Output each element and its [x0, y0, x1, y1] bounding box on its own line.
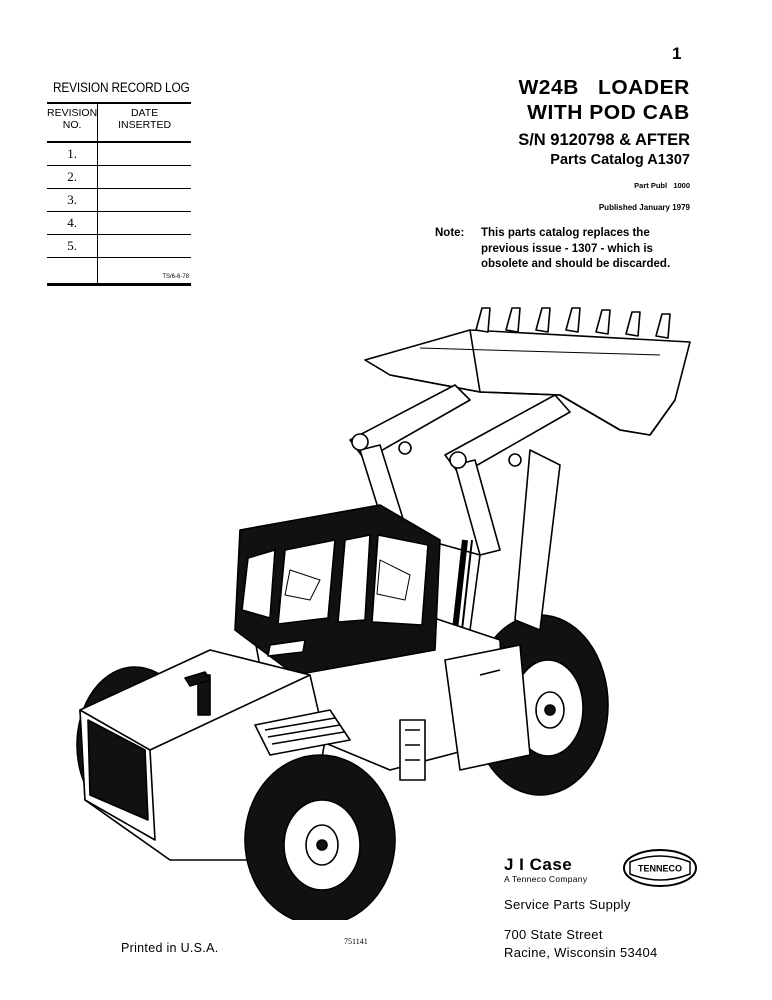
title-block: W24B LOADER WITH POD CAB S/N 9120798 & A… [518, 76, 690, 212]
revision-no-header-text: REVISION NO. [47, 107, 98, 131]
revision-record-log: REVISION RECORD LOG REVISION NO. DATE IN… [47, 80, 191, 286]
note-text: This parts catalog replaces the previous… [481, 227, 671, 270]
address-line-1: 700 State Street [504, 927, 603, 942]
table-row: 1. [47, 142, 191, 166]
date-cell [97, 234, 191, 258]
date-cell [97, 142, 191, 166]
revision-number: 3. [47, 188, 99, 212]
blank-cell [47, 257, 99, 286]
revision-number: 4. [47, 211, 99, 235]
revision-number: 5. [47, 234, 99, 258]
title-line-1: W24B LOADER [518, 77, 690, 99]
revision-number: 2. [47, 165, 99, 189]
form-number: 751141 [344, 937, 368, 946]
date-cell [97, 188, 191, 212]
serial-number: S/N 9120798 & AFTER [518, 131, 690, 149]
revision-number: 1. [47, 142, 99, 166]
company-block: J I Case A Tenneco Company [504, 855, 588, 885]
table-row: 5. [47, 234, 191, 258]
table-row: 4. [47, 211, 191, 235]
bucket [364, 329, 691, 436]
revision-no-header: REVISION NO. [47, 102, 99, 143]
revision-table: REVISION NO. DATE INSERTED 1. 2. 3. 4. 5… [47, 102, 191, 286]
revision-log-title: REVISION RECORD LOG [53, 80, 190, 95]
pod-cab [234, 504, 441, 676]
loader-illustration [76, 307, 691, 920]
table-row: TS/6-6-78 [47, 257, 191, 286]
printed-in: Printed in U.S.A. [121, 941, 219, 955]
tenneco-logo-text: TENNECO [638, 864, 682, 874]
form-code: TS/6-6-78 [97, 257, 191, 286]
page-number: 1 [672, 44, 682, 63]
part-publ: Part Publ 1000 [634, 181, 690, 190]
catalog-number: Parts Catalog A1307 [550, 152, 690, 168]
date-inserted-header-text: DATE INSERTED [118, 107, 172, 131]
bucket-teeth [475, 307, 671, 339]
company-name: J I Case [504, 855, 573, 874]
date-inserted-header: DATE INSERTED [97, 102, 191, 143]
note-label: Note: [435, 227, 465, 239]
title-line-2: WITH POD CAB [527, 102, 690, 124]
date-cell [97, 211, 191, 235]
date-cell [97, 165, 191, 189]
company-subtitle: A Tenneco Company [504, 874, 588, 884]
table-row: 2. [47, 165, 191, 189]
published-date: Published January 1979 [598, 203, 690, 212]
table-row: 3. [47, 188, 191, 212]
tenneco-logo: TENNECO [623, 849, 697, 887]
address-line-2: Racine, Wisconsin 53404 [504, 945, 658, 960]
rear-right-wheel [244, 754, 396, 920]
department: Service Parts Supply [504, 897, 631, 912]
